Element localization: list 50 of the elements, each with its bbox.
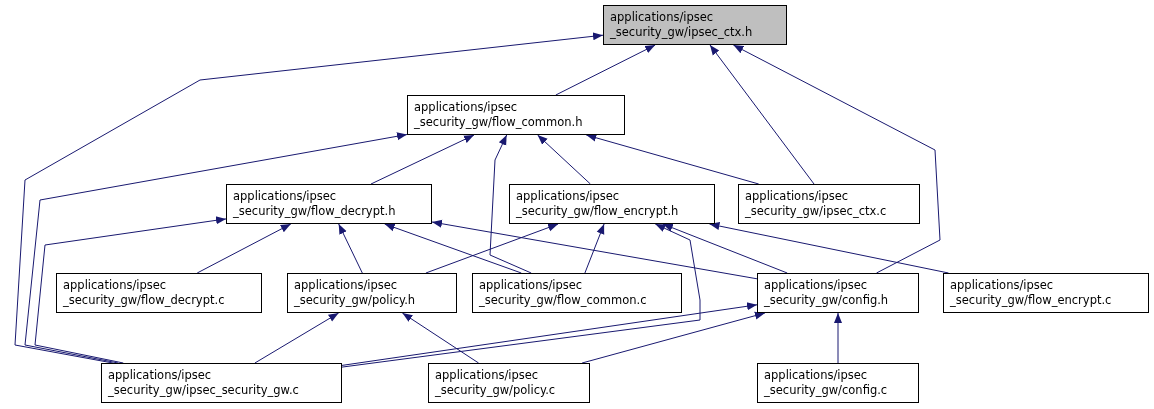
- file-path: applications/ipsec _security_gw/flow_common.h: [414, 100, 584, 130]
- file-path: applications/ipsec _security_gw/config.h: [764, 278, 890, 308]
- arrow: [585, 133, 760, 185]
- file-path: applications/ipsec _security_gw/ipsec_ctx.h: [610, 10, 754, 40]
- file-path: applications/ipsec _security_gw/flow_common.c: [479, 278, 648, 308]
- file-box: [56, 273, 262, 313]
- arrow: [581, 311, 766, 364]
- file-path: applications/ipsec _security_gw/ipsec_ctx.c: [745, 189, 888, 219]
- arrow: [431, 219, 758, 280]
- arrow: [341, 302, 758, 366]
- arrow: [732, 44, 941, 274]
- arrow: [384, 223, 522, 274]
- file-path: applications/ipsec _security_gw/flow_decrypt.c: [63, 278, 226, 308]
- file-path: applications/ipsec _security_gw/flow_decrypt.h: [233, 189, 397, 219]
- arrow: [196, 223, 292, 274]
- arrow: [709, 222, 949, 274]
- arrow: [425, 223, 559, 274]
- arrow: [662, 223, 788, 274]
- arrow: [834, 312, 842, 364]
- arrow: [14, 32, 604, 364]
- file-box: [428, 363, 590, 403]
- file-box: [757, 363, 919, 403]
- arrow: [338, 223, 363, 274]
- arrow: [254, 312, 340, 364]
- file-box: [757, 273, 919, 313]
- arrow: [489, 134, 532, 274]
- file-box: [472, 273, 682, 313]
- file-box: [603, 5, 787, 45]
- file-path: applications/ipsec _security_gw/policy.h: [294, 278, 417, 308]
- file-box: [407, 95, 625, 135]
- file-box: [509, 184, 715, 224]
- file-path: applications/ipsec _security_gw/flow_encrypt.c: [950, 278, 1113, 308]
- arrow: [555, 44, 656, 96]
- arrow: [709, 44, 815, 185]
- file-box: [287, 273, 457, 313]
- file-box: [226, 184, 432, 224]
- file-path: applications/ipsec _security_gw/ipsec_security_gw.c: [108, 368, 300, 398]
- file-box: [738, 184, 920, 224]
- arrow: [341, 223, 701, 368]
- file-path: applications/ipsec _security_gw/policy.c: [435, 368, 557, 398]
- file-box: [943, 273, 1149, 313]
- arrow: [34, 216, 227, 364]
- file-path: applications/ipsec _security_gw/flow_encrypt.h: [516, 189, 680, 219]
- arrow: [537, 134, 591, 185]
- arrow: [401, 312, 480, 364]
- arrow: [370, 134, 475, 185]
- file-box: [101, 363, 342, 403]
- arrow: [584, 223, 605, 274]
- arrow: [24, 132, 408, 364]
- file-path: applications/ipsec _security_gw/config.c: [764, 368, 889, 398]
